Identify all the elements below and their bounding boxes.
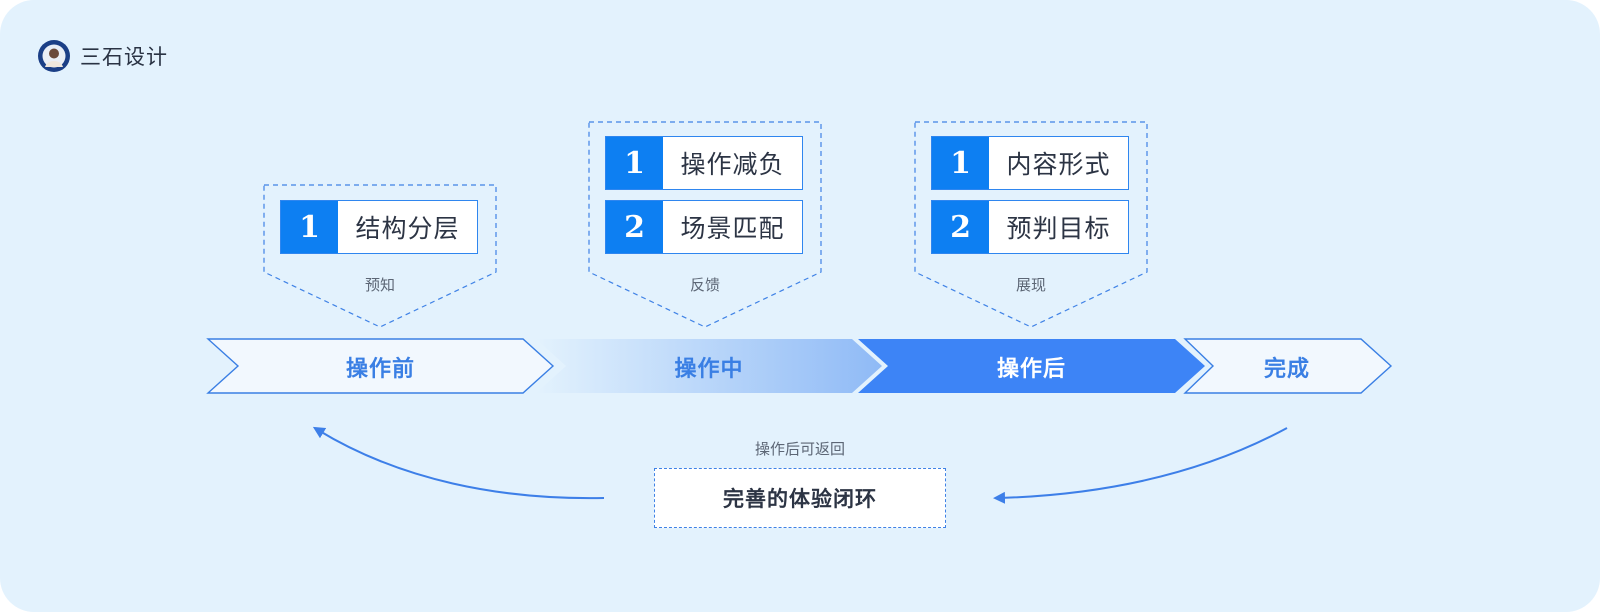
loop-arrow-left: [312, 426, 605, 500]
card-label: 内容形式: [1006, 150, 1111, 179]
loop-note: 操作后可返回: [754, 440, 845, 458]
card-number: 1: [606, 137, 663, 189]
stage-chevron-during: [536, 339, 882, 393]
card-number: 1: [281, 201, 338, 253]
group-caption: 展现: [1015, 276, 1046, 294]
card-number: 2: [606, 201, 663, 253]
stage-label-after: 操作后: [996, 357, 1066, 382]
card-number: 1: [932, 137, 989, 189]
card-number: 2: [932, 201, 989, 253]
stage-chevron-before: [206, 338, 555, 394]
stage-chevron-complete: [1183, 338, 1393, 394]
callout-group-during: [588, 121, 822, 328]
feature-card: 1 操作减负: [605, 136, 803, 190]
circular-avatar-logo-icon: [38, 40, 70, 72]
card-label: 场景匹配: [680, 214, 785, 243]
callout-group-after: [914, 121, 1148, 328]
card-label: 结构分层: [355, 214, 460, 243]
card-label: 操作减负: [680, 150, 785, 179]
loop-arrow-right: [993, 427, 1288, 504]
card-label: 预判目标: [1006, 214, 1111, 243]
stage-label-before: 操作前: [345, 357, 415, 382]
callout-group-before: [263, 184, 497, 328]
brand-name: 三石设计: [80, 45, 168, 69]
feature-card: 1 内容形式: [931, 136, 1129, 190]
group-caption: 预知: [364, 276, 395, 294]
feature-card: 1 结构分层: [280, 200, 478, 254]
stage-chevron-after: [858, 339, 1205, 393]
brand-header: 三石设计: [38, 40, 168, 72]
feature-card: 2 预判目标: [931, 200, 1129, 254]
loop-box: 完善的体验闭环: [654, 468, 946, 528]
stage-label-complete: 完成: [1263, 357, 1310, 382]
stage-label-during: 操作中: [674, 357, 744, 382]
feature-card: 2 场景匹配: [605, 200, 803, 254]
group-caption: 反馈: [689, 276, 720, 294]
